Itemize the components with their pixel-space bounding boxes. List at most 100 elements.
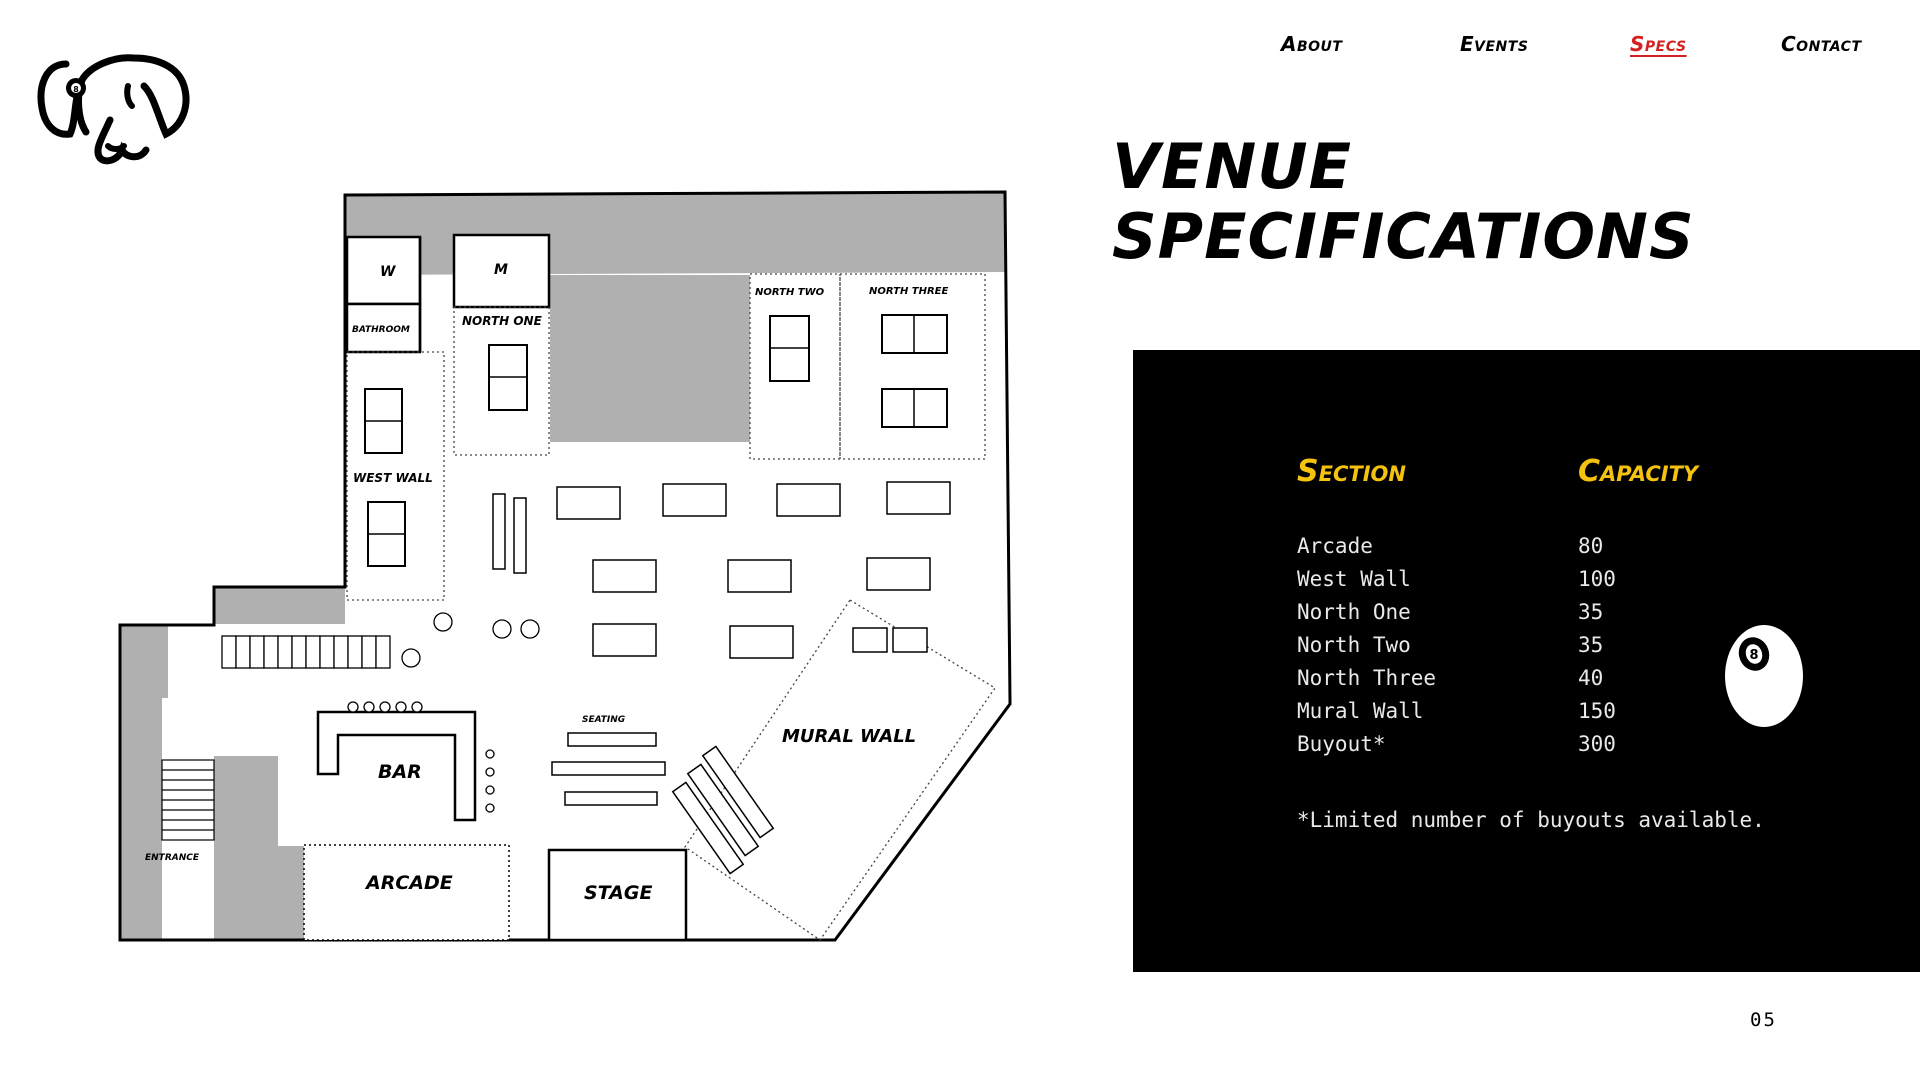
north-three-zone bbox=[839, 273, 986, 460]
table-dividers bbox=[365, 315, 915, 535]
seating-row bbox=[567, 732, 657, 747]
pool-table bbox=[662, 483, 727, 517]
booth bbox=[291, 635, 307, 669]
label-stage: Stage bbox=[584, 882, 652, 904]
plan-outline bbox=[118, 190, 1012, 942]
section-name: Buyout* bbox=[1297, 732, 1386, 756]
buyout-footnote: *Limited number of buyouts available. bbox=[1297, 808, 1765, 832]
bar-counter bbox=[316, 710, 477, 822]
stool bbox=[485, 803, 495, 813]
label-bathroom: Bathroom bbox=[352, 325, 410, 335]
inner-gray-block bbox=[550, 275, 750, 442]
table-row: North Three 40 bbox=[1297, 662, 1657, 695]
pool-table bbox=[729, 625, 794, 659]
label-bar: Bar bbox=[378, 761, 422, 783]
section-name: West Wall bbox=[1297, 567, 1411, 591]
mural-bench bbox=[701, 745, 775, 839]
mural-bench bbox=[686, 763, 760, 857]
booth bbox=[375, 635, 391, 669]
stool bbox=[485, 767, 495, 777]
north-two-zone bbox=[749, 273, 841, 460]
booth bbox=[305, 635, 321, 669]
cabinet bbox=[852, 627, 888, 653]
nav-contact-link[interactable]: Contact bbox=[1781, 32, 1862, 56]
booths bbox=[221, 635, 391, 669]
pool-table bbox=[886, 481, 951, 515]
label-arcade: Arcade bbox=[364, 872, 453, 894]
plan-rooms bbox=[303, 233, 688, 942]
section-name: North Three bbox=[1297, 666, 1437, 690]
entrance-gray-right bbox=[214, 756, 304, 940]
label-north-two: North Two bbox=[755, 287, 825, 298]
pool-table bbox=[592, 623, 657, 657]
stairs bbox=[161, 759, 215, 841]
mural-wall-zone bbox=[684, 599, 996, 941]
booth bbox=[249, 635, 265, 669]
booth bbox=[319, 635, 335, 669]
label-entrance: Entrance bbox=[145, 853, 200, 863]
section-name: Arcade bbox=[1297, 534, 1373, 558]
label-north-one: North One bbox=[462, 314, 543, 328]
booth bbox=[235, 635, 251, 669]
svg-text:8: 8 bbox=[1749, 648, 1758, 663]
entrance-gray-left bbox=[120, 625, 168, 698]
section-name: North One bbox=[1297, 600, 1411, 624]
entrance-gray-column bbox=[120, 698, 162, 940]
pool-table bbox=[866, 557, 931, 591]
booth bbox=[221, 635, 237, 669]
north-one-zone bbox=[453, 306, 550, 456]
plan-labels: W M Bathroom North One North Two North T… bbox=[145, 262, 949, 904]
section-capacity: 35 bbox=[1578, 633, 1604, 657]
svg-text:8: 8 bbox=[73, 85, 79, 94]
west-wall-zone bbox=[346, 351, 445, 601]
pool-table bbox=[592, 559, 657, 593]
restroom-m bbox=[452, 233, 551, 309]
eight-ball-icon: 8 bbox=[1725, 625, 1803, 727]
arcade-outline bbox=[303, 844, 510, 941]
section-capacity: 35 bbox=[1578, 600, 1604, 624]
label-m: M bbox=[494, 262, 508, 278]
page-title-line-2: Specifications bbox=[1112, 200, 1695, 273]
table-row: Arcade 80 bbox=[1297, 530, 1657, 563]
west-gray-step bbox=[214, 587, 345, 624]
section-header: Section bbox=[1297, 454, 1406, 489]
nav-about-link[interactable]: About bbox=[1281, 32, 1343, 56]
venue-floor-plan: W M Bathroom North One North Two North T… bbox=[118, 190, 1012, 942]
stool bbox=[411, 701, 423, 713]
page-title: Venue Specifications bbox=[1112, 132, 1812, 272]
pool-table bbox=[727, 559, 792, 593]
section-capacity: 150 bbox=[1578, 699, 1616, 723]
stool bbox=[347, 701, 359, 713]
label-seating: Seating bbox=[582, 715, 625, 725]
stool bbox=[485, 749, 495, 759]
stool bbox=[363, 701, 375, 713]
nav-specs-link[interactable]: Specs bbox=[1630, 32, 1687, 56]
round-table bbox=[520, 619, 540, 639]
pool-tables bbox=[556, 481, 951, 659]
capacity-table: Arcade 80 West Wall 100 North One 35 Nor… bbox=[1297, 530, 1657, 761]
pool-table bbox=[556, 486, 621, 520]
cabinet bbox=[492, 493, 506, 570]
seating-row bbox=[551, 761, 666, 776]
spec-panel: Section Capacity Arcade 80 West Wall 100… bbox=[1133, 350, 1920, 972]
dashed-zones bbox=[346, 273, 996, 941]
nav-events-link[interactable]: Events bbox=[1460, 32, 1529, 56]
arcade-cabinets bbox=[492, 493, 928, 875]
stools bbox=[347, 612, 540, 813]
section-name: North Two bbox=[1297, 633, 1411, 657]
section-name: Mural Wall bbox=[1297, 699, 1424, 723]
round-table bbox=[401, 648, 421, 668]
booth bbox=[277, 635, 293, 669]
section-capacity: 300 bbox=[1578, 732, 1616, 756]
stool bbox=[395, 701, 407, 713]
label-west-wall: West Wall bbox=[353, 471, 433, 485]
section-capacity: 40 bbox=[1578, 666, 1604, 690]
north-gray-strip bbox=[345, 192, 1005, 275]
section-capacity: 80 bbox=[1578, 534, 1604, 558]
label-w: W bbox=[380, 264, 396, 280]
booth bbox=[347, 635, 363, 669]
capacity-header: Capacity bbox=[1578, 454, 1699, 489]
dog-logo-icon[interactable]: 8 bbox=[36, 46, 191, 171]
table-row: West Wall 100 bbox=[1297, 563, 1657, 596]
round-table bbox=[492, 619, 512, 639]
